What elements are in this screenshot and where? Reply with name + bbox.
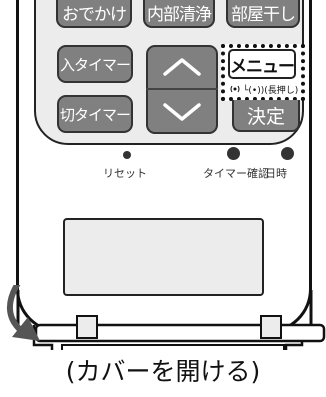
caption: (カバーを開ける) (0, 350, 326, 394)
off-timer-label: 切タイマー (59, 105, 131, 124)
off-timer-button[interactable]: 切タイマー (57, 95, 133, 133)
on-timer-button[interactable]: 入タイマー (57, 45, 133, 83)
confirm-button-label: 決定 (246, 105, 285, 128)
timer-check-label: タイマー確認 (203, 167, 269, 180)
reset-label: リセット (103, 167, 147, 180)
datetime-dot (281, 147, 294, 160)
menu-sublabel: └(•))(長押し) (229, 81, 301, 97)
datetime-label: 日時 (265, 167, 287, 180)
up-down-rocker[interactable] (146, 45, 218, 134)
timer-check-dot (227, 147, 240, 160)
display-window (63, 218, 264, 296)
curved-arrow-open-icon (6, 285, 40, 341)
left-hinge (76, 315, 98, 339)
cover-hinge-area (6, 285, 326, 360)
internal-clean-button[interactable]: 内部清浄 (143, 0, 215, 28)
signal-icon (230, 85, 240, 93)
arrow-down-icon[interactable] (161, 101, 203, 123)
menu-button[interactable]: メニュー (228, 49, 296, 79)
odekake-button-label: おでかけ (62, 4, 127, 25)
room-dry-button[interactable]: 部屋干し (226, 0, 300, 28)
reset-dot[interactable] (123, 151, 131, 159)
odekake-button[interactable]: おでかけ (56, 0, 132, 28)
menu-button-label: メニュー (230, 56, 295, 77)
arrow-up-icon[interactable] (161, 56, 203, 78)
room-dry-button-label: 部屋干し (231, 4, 296, 25)
menu-sublabel-text: └(•))(長押し) (243, 85, 299, 96)
on-timer-label: 入タイマー (59, 55, 131, 74)
rocker-divider (146, 88, 218, 91)
internal-clean-button-label: 内部清浄 (147, 4, 212, 25)
confirm-button[interactable]: 決定 (232, 100, 300, 132)
right-hinge (260, 315, 282, 339)
